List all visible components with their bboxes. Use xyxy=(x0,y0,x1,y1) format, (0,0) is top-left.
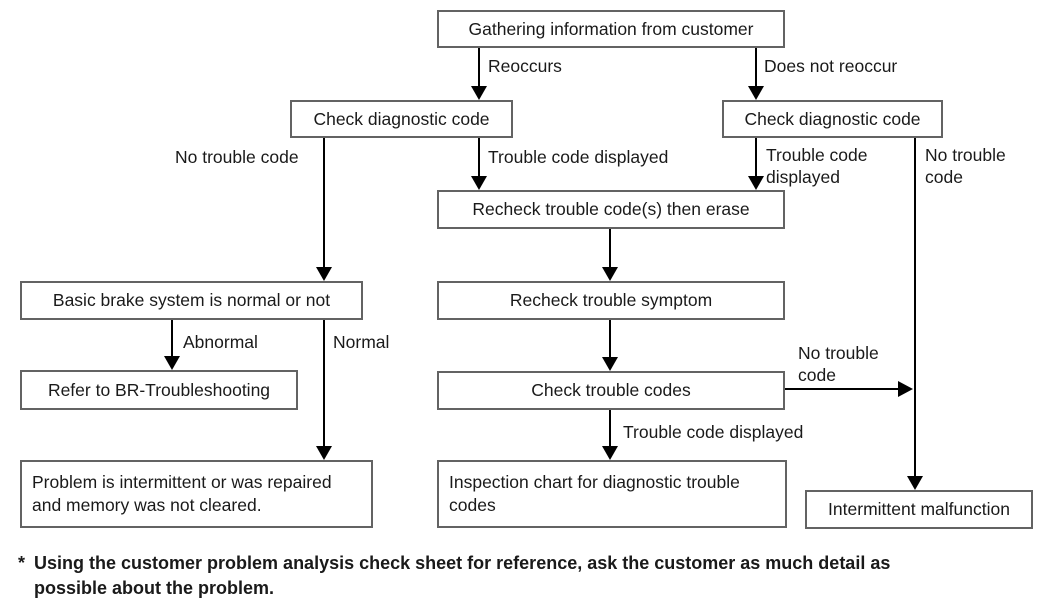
arrowhead-icon xyxy=(898,381,913,397)
node-problem-intermittent: Problem is intermittent or was repaired … xyxy=(20,460,373,528)
node-refer-br-troubleshooting: Refer to BR-Troubleshooting xyxy=(20,370,298,410)
connector-line xyxy=(478,48,480,88)
arrowhead-icon xyxy=(316,267,332,281)
edge-label-does-not-reoccur: Does not reoccur xyxy=(764,56,898,76)
connector-line xyxy=(755,138,757,178)
arrowhead-icon xyxy=(602,357,618,371)
arrowhead-icon xyxy=(164,356,180,370)
connector-line xyxy=(755,48,757,88)
connector-line xyxy=(609,229,611,269)
edge-label-no-trouble-code-mid: No trouble code xyxy=(798,343,879,385)
edge-label-no-trouble-code-left: No trouble code xyxy=(175,147,299,167)
arrowhead-icon xyxy=(748,86,764,100)
node-recheck-trouble-codes-erase: Recheck trouble code(s) then erase xyxy=(437,190,785,229)
footnote: * Using the customer problem analysis ch… xyxy=(18,551,939,601)
edge-label-reoccurs: Reoccurs xyxy=(488,56,562,76)
node-gathering-information: Gathering information from customer xyxy=(437,10,785,48)
connector-line xyxy=(478,138,480,178)
connector-line xyxy=(609,320,611,359)
node-check-diagnostic-code-left: Check diagnostic code xyxy=(290,100,513,138)
connector-line xyxy=(914,138,916,478)
connector-line xyxy=(171,320,173,358)
edge-label-trouble-code-displayed-mid: Trouble code displayed xyxy=(623,422,804,442)
node-basic-brake-system: Basic brake system is normal or not xyxy=(20,281,363,320)
arrowhead-icon xyxy=(316,446,332,460)
edge-label-no-trouble-code-right: No trouble code xyxy=(925,145,1006,187)
arrowhead-icon xyxy=(602,267,618,281)
node-check-trouble-codes: Check trouble codes xyxy=(437,371,785,410)
node-inspection-chart: Inspection chart for diagnostic trouble … xyxy=(437,460,787,528)
footnote-marker: * xyxy=(18,553,26,573)
edge-label-normal: Normal xyxy=(333,332,390,352)
connector-line xyxy=(609,410,611,448)
connector-line xyxy=(323,320,325,448)
connector-line xyxy=(785,388,900,390)
connector-line xyxy=(323,138,325,268)
edge-label-abnormal: Abnormal xyxy=(183,332,258,352)
edge-label-trouble-code-displayed-right: Trouble code displayed xyxy=(766,145,868,187)
footnote-text: Using the customer problem analysis chec… xyxy=(34,553,891,598)
edge-label-trouble-code-displayed-left: Trouble code displayed xyxy=(488,147,669,167)
node-check-diagnostic-code-right: Check diagnostic code xyxy=(722,100,943,138)
arrowhead-icon xyxy=(471,176,487,190)
arrowhead-icon xyxy=(471,86,487,100)
arrowhead-icon xyxy=(907,476,923,490)
arrowhead-icon xyxy=(602,446,618,460)
node-intermittent-malfunction: Intermittent malfunction xyxy=(805,490,1033,529)
arrowhead-icon xyxy=(748,176,764,190)
node-recheck-trouble-symptom: Recheck trouble symptom xyxy=(437,281,785,320)
